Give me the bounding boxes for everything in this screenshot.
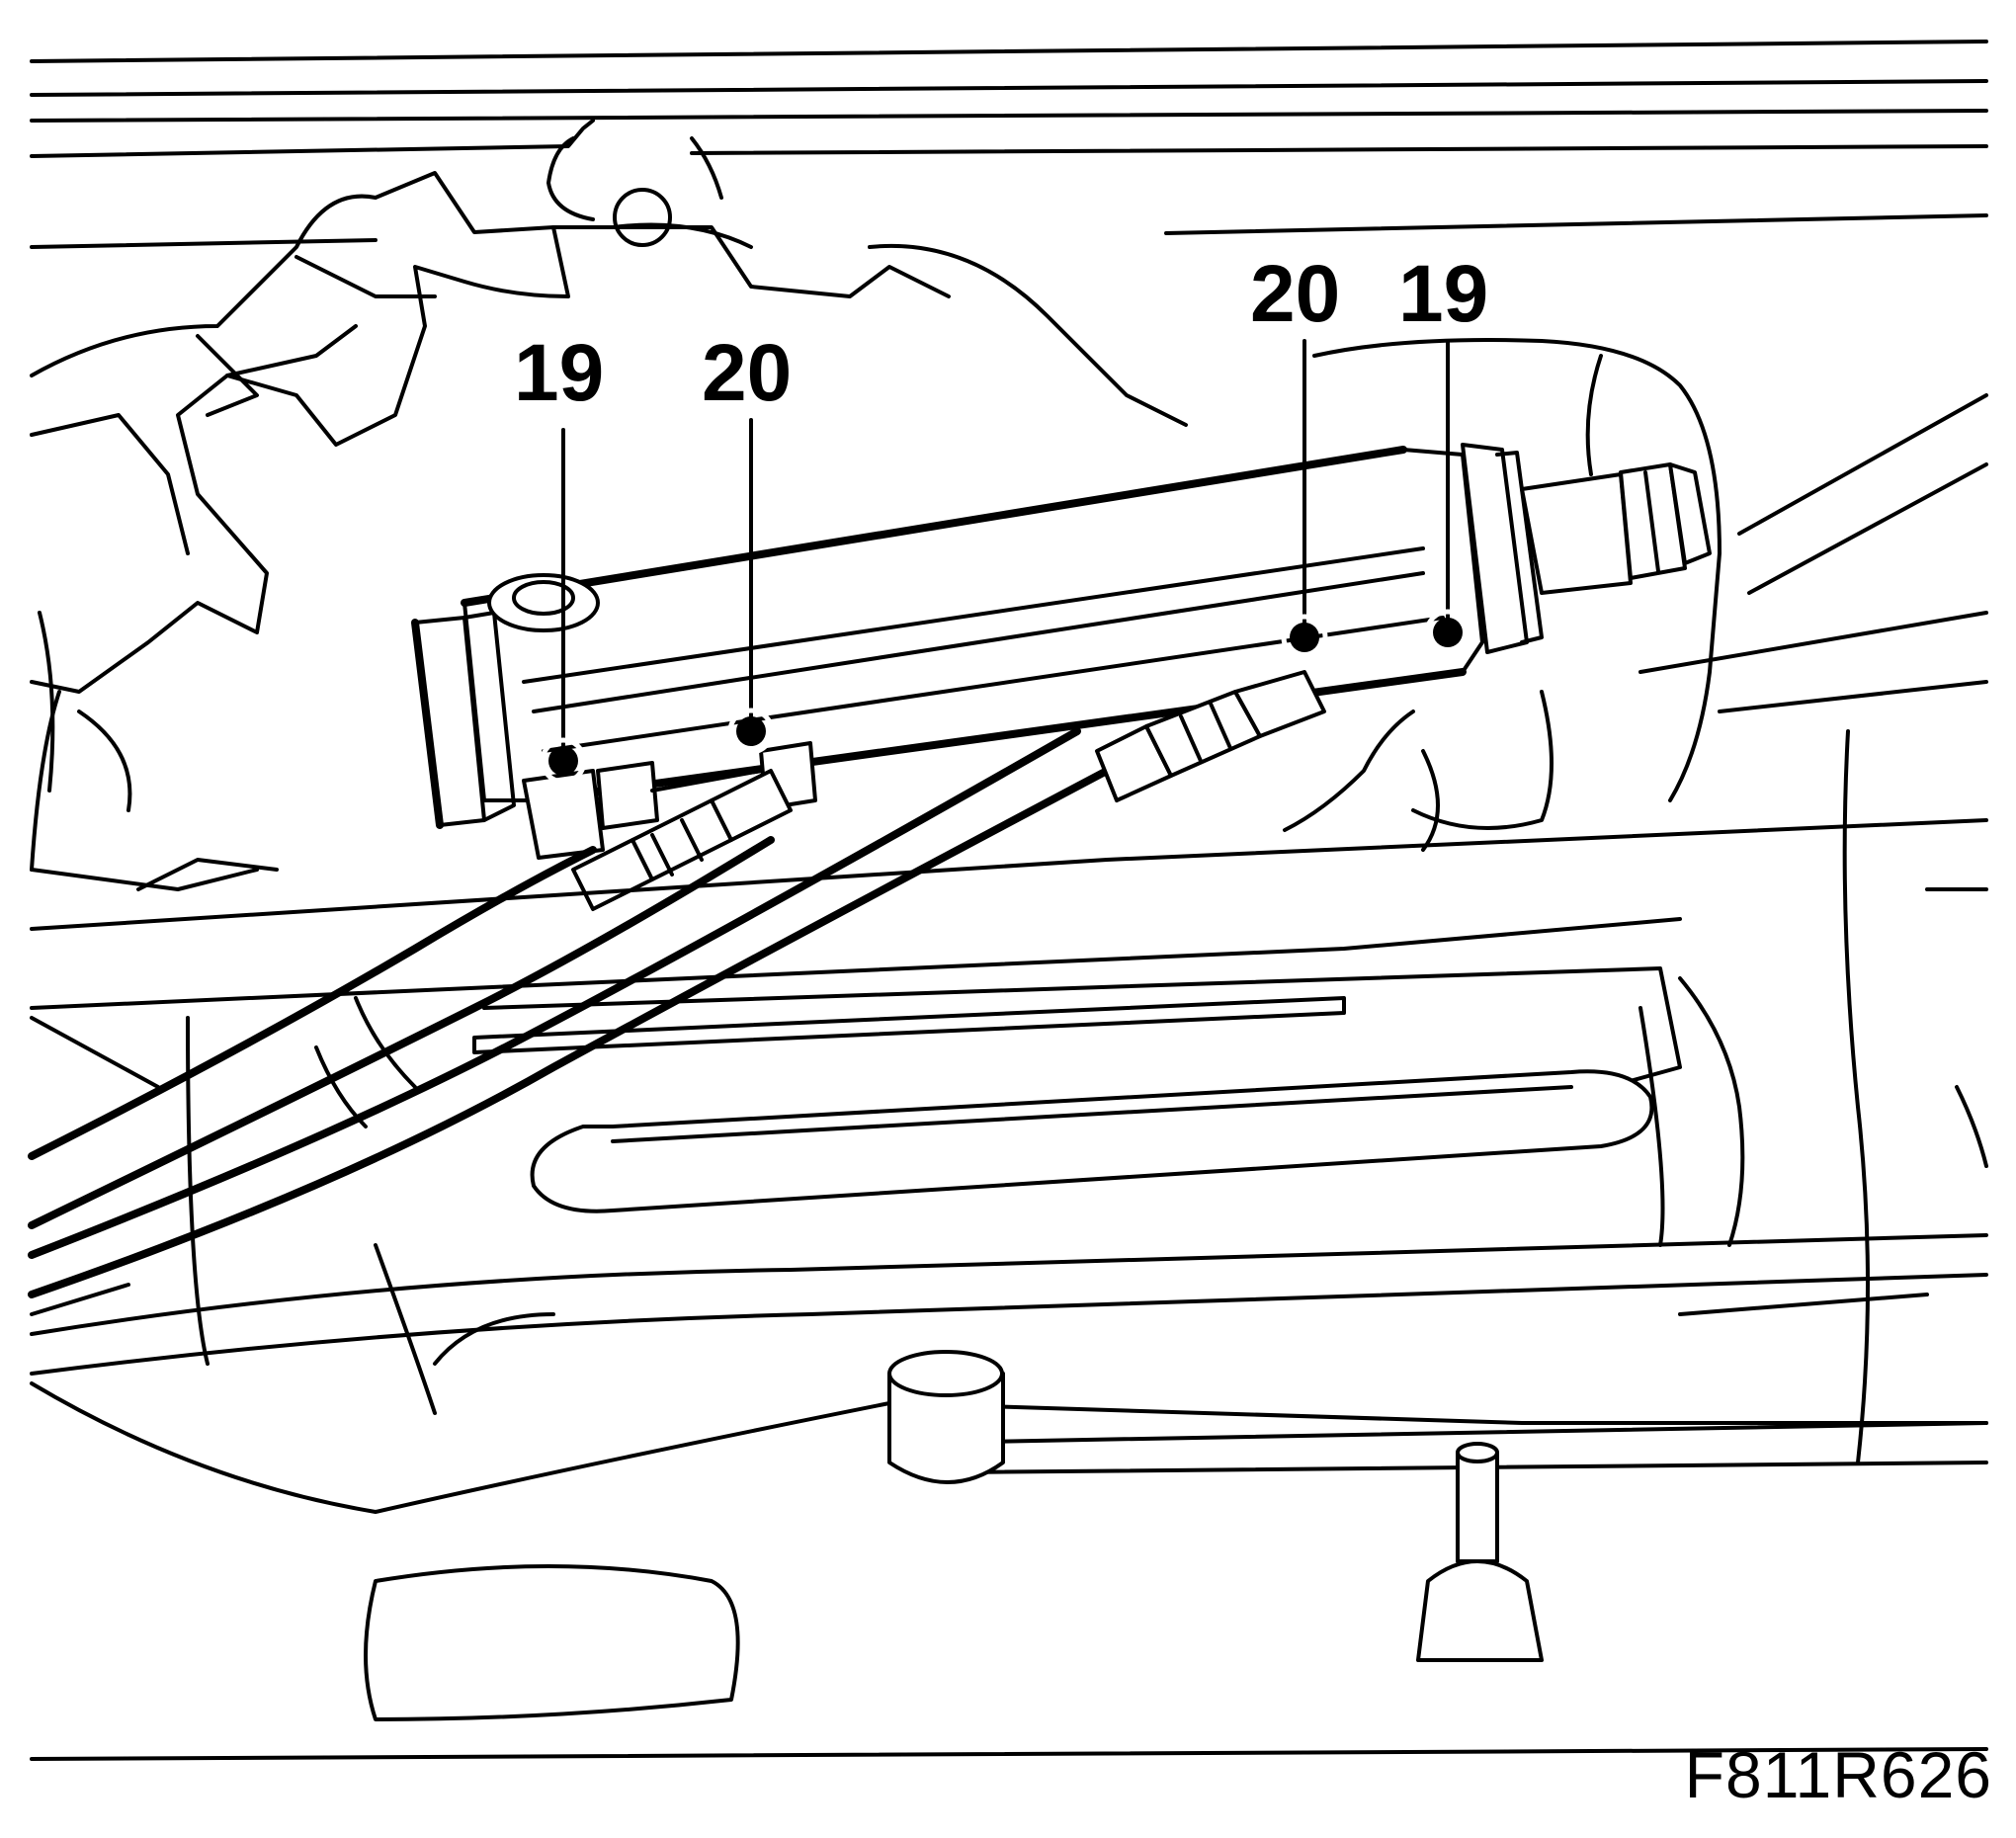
callout-label-left-20: 20 xyxy=(702,328,792,418)
callout-dot-right-19 xyxy=(1433,618,1463,647)
callout-leaders xyxy=(540,339,1471,785)
hoses xyxy=(28,727,1111,1298)
figure-id: F811R626 xyxy=(1684,1738,1992,1811)
callout-dot-left-20 xyxy=(736,716,766,746)
callout-labels: 19 20 20 19 xyxy=(514,249,1488,418)
right-rag xyxy=(1283,338,1988,852)
callout-label-left-19: 19 xyxy=(514,328,604,418)
cloth-shapes xyxy=(30,171,1188,891)
callout-label-right-20: 20 xyxy=(1250,249,1340,339)
studs xyxy=(364,1293,1929,1721)
callout-dot-right-20 xyxy=(1290,623,1319,652)
cylinder-body xyxy=(411,443,1712,829)
mount-bracket xyxy=(546,136,723,247)
callout-label-right-19: 19 xyxy=(1398,249,1488,339)
crossmember xyxy=(30,729,1988,1514)
body-panel-lines xyxy=(30,40,1988,1761)
callout-dot-left-19 xyxy=(548,746,578,776)
